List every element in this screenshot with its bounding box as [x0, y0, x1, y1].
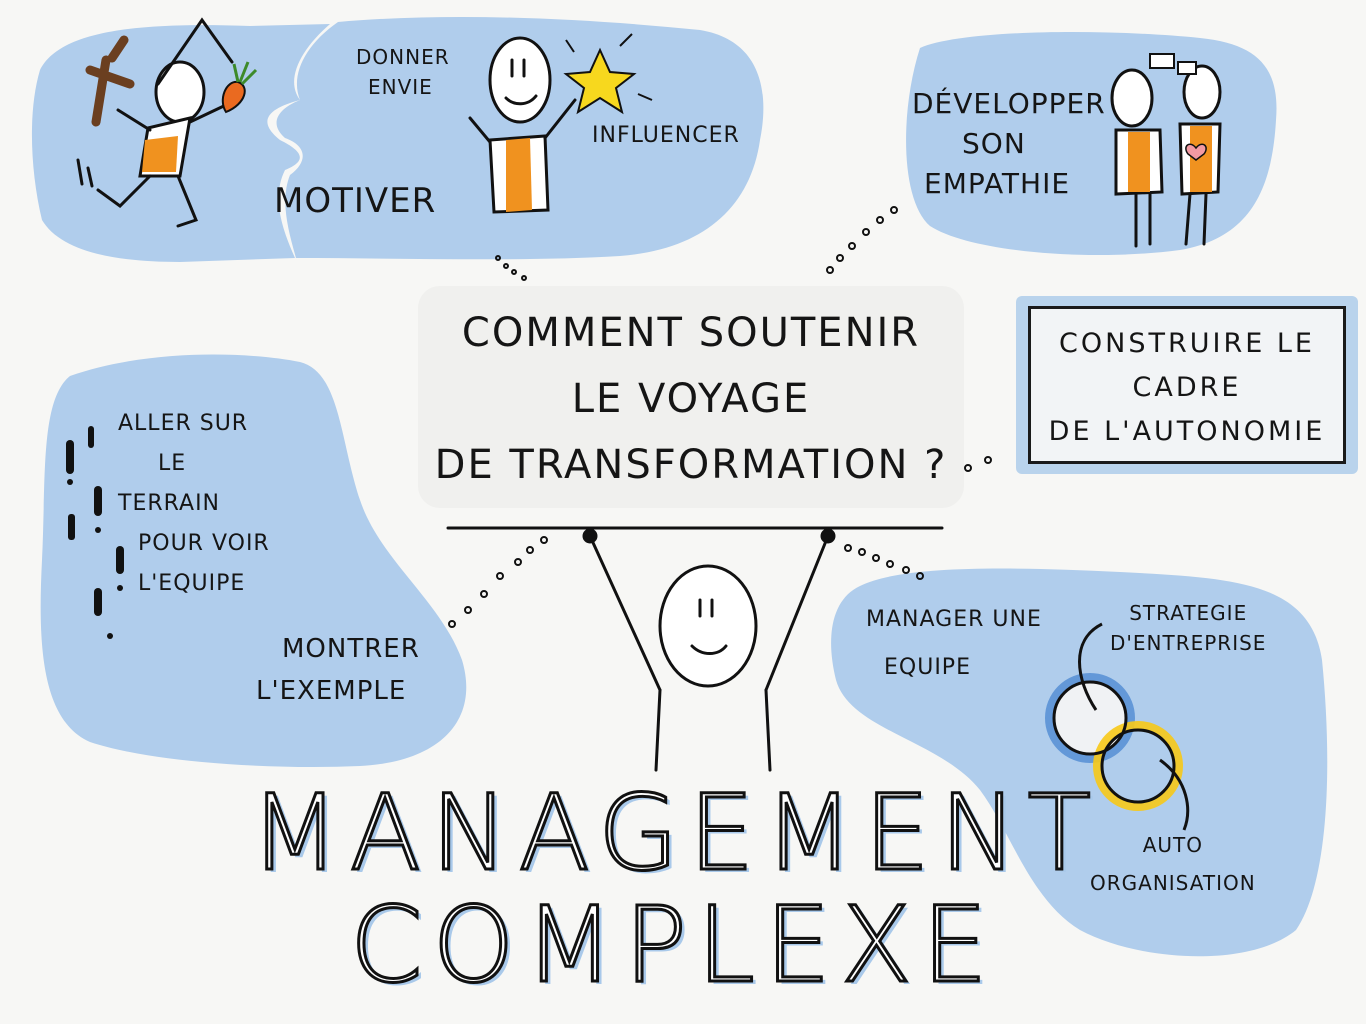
- label-empathie-line3: EMPATHIE: [924, 167, 1071, 200]
- label-manager-line1: MANAGER UNE: [866, 607, 1042, 632]
- carrot-icon: [221, 61, 258, 114]
- central-question-box: [418, 286, 964, 508]
- label-auto-line1: AUTO: [1142, 833, 1203, 857]
- exclamation-marks: [66, 426, 124, 639]
- star-icon: [563, 33, 653, 115]
- blob-left: [40, 354, 467, 767]
- speech-bubbles-icon: [1149, 53, 1197, 75]
- influencer-figure: [468, 36, 577, 214]
- label-influencer: INFLUENCER: [592, 123, 740, 148]
- central-question-line2: LE VOYAGE: [571, 376, 811, 422]
- label-montrer-line2: L'EXEMPLE: [256, 676, 407, 706]
- label-empathie: DÉVELOPPER SON EMPATHIE: [912, 84, 1106, 204]
- autonomy-frame: [1028, 306, 1346, 464]
- empathy-figures: [1110, 64, 1222, 248]
- label-auto-organisation: AUTO ORGANISATION: [1090, 826, 1256, 902]
- title-line2: COMPLEXE: [349, 884, 998, 1006]
- central-question: COMMENT SOUTENIR LE VOYAGE DE TRANSFORMA…: [418, 300, 964, 498]
- autonomy-text: CONSTRUIRE LE CADRE DE L'AUTONOMIE: [1028, 322, 1346, 454]
- label-aller-line2: LE: [158, 451, 187, 476]
- central-question-line1: COMMENT SOUTENIR: [461, 310, 921, 356]
- autonomy-line1: CONSTRUIRE LE: [1059, 328, 1315, 359]
- label-aller-terrain: ALLER SUR LE TERRAIN POUR VOIR L'EQUIPE: [118, 404, 270, 604]
- label-manager-equipe: MANAGER UNE EQUIPE: [866, 596, 1042, 692]
- runner-figure: [76, 17, 234, 228]
- central-figure: [446, 526, 944, 772]
- label-strategie-line1: STRATEGIE: [1129, 601, 1248, 625]
- label-aller-line4: POUR VOIR: [138, 531, 270, 556]
- label-montrer-line1: MONTRER: [282, 634, 420, 664]
- label-donner-line1: DONNER: [356, 45, 450, 69]
- label-donner-line2: ENVIE: [368, 75, 433, 99]
- label-aller-line3: TERRAIN: [118, 491, 221, 516]
- label-aller-line5: L'EQUIPE: [138, 571, 246, 596]
- label-donner-envie: DONNER ENVIE: [356, 42, 450, 102]
- label-manager-line2: EQUIPE: [884, 655, 971, 680]
- blob-right: [831, 568, 1328, 957]
- heart-icon: [1185, 143, 1207, 161]
- autonomy-line2: CADRE: [1132, 372, 1242, 403]
- label-empathie-line1: DÉVELOPPER: [912, 87, 1106, 120]
- central-question-line3: DE TRANSFORMATION ?: [434, 442, 948, 488]
- label-motiver: MOTIVER: [274, 181, 437, 221]
- label-montrer-exemple: MONTRER L'EXEMPLE: [256, 628, 420, 712]
- label-aller-line1: ALLER SUR: [118, 411, 249, 436]
- label-empathie-line2: SON: [962, 127, 1026, 160]
- label-auto-line2: ORGANISATION: [1090, 871, 1256, 895]
- venn-diagram-icon: [1045, 622, 1190, 831]
- title-line1: MANAGEMENT: [249, 772, 1102, 894]
- autonomy-line3: DE L'AUTONOMIE: [1048, 416, 1326, 447]
- label-strategie-line2: D'ENTREPRISE: [1110, 631, 1267, 655]
- label-strategie: STRATEGIE D'ENTREPRISE: [1110, 598, 1266, 658]
